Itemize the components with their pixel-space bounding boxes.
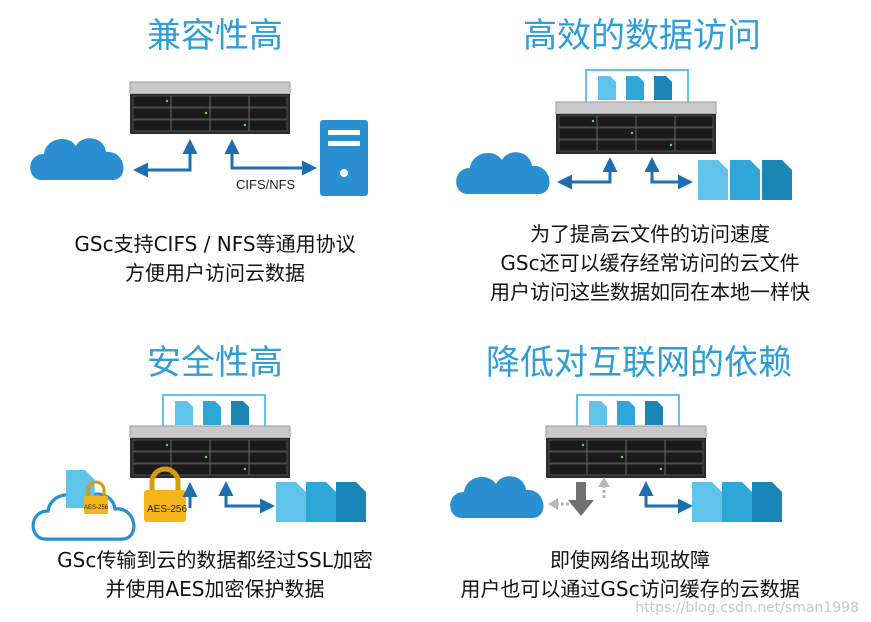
cache-box <box>585 69 689 107</box>
caption-line: 用户也可以通过GSc访问缓存的云数据 <box>460 577 800 601</box>
connector-arrow <box>557 157 693 190</box>
panel-title-access: 高效的数据访问 <box>523 16 761 56</box>
encrypted-file-icon <box>66 470 108 514</box>
lock-icon <box>144 466 186 522</box>
file-stack-icon <box>692 482 782 522</box>
caption-line: 为了提高云文件的访问速度 <box>530 222 770 246</box>
cloud-icon <box>456 152 550 194</box>
cloud-icon <box>30 138 124 180</box>
nas-device <box>545 425 707 479</box>
caption-security: GSc传输到云的数据都经过SSL加密 并使用AES加密保护数据 <box>20 546 410 604</box>
protocol-label: CIFS/NFS <box>236 177 296 192</box>
panel-title-independence: 降低对互联网的依赖 <box>486 343 792 383</box>
caption-line: GSc传输到云的数据都经过SSL加密 <box>57 548 373 572</box>
connector-arrow <box>133 139 317 178</box>
cache-box <box>162 394 266 432</box>
caption-access: 为了提高云文件的访问速度 GSc还可以缓存经常访问的云文件 用户访问这些数据如同… <box>440 220 860 307</box>
caption-compat: GSc支持CIFS / NFS等通用协议 方便用户访问云数据 <box>20 230 410 288</box>
caption-line: 方便用户访问云数据 <box>125 261 305 285</box>
caption-independence: 即使网络出现故障 用户也可以通过GSc访问缓存的云数据 <box>420 546 840 604</box>
file-stack-icon <box>698 160 792 200</box>
caption-line: GSc支持CIFS / NFS等通用协议 <box>74 232 356 256</box>
cloud-icon <box>450 476 544 518</box>
connector-arrow <box>182 481 275 514</box>
caption-line: 用户访问这些数据如同在本地一样快 <box>490 280 810 304</box>
nas-device <box>129 81 291 135</box>
server-icon <box>320 120 368 196</box>
watermark: https://blog.csdn.net/sman1998 <box>635 600 859 616</box>
disconnected-arrow <box>548 477 610 516</box>
panel-title-compat: 兼容性高 <box>147 16 283 56</box>
cache-box <box>576 394 680 432</box>
caption-line: 并使用AES加密保护数据 <box>105 577 325 601</box>
file-stack-icon <box>276 482 366 522</box>
lock-label: AES-256 <box>147 504 187 515</box>
caption-line: 即使网络出现故障 <box>550 548 710 572</box>
nas-device <box>129 425 291 479</box>
file-encryption-tag: AES-256 <box>84 505 109 511</box>
nas-device <box>555 101 717 155</box>
panel-title-security: 安全性高 <box>147 343 283 383</box>
connector-arrow <box>638 481 693 514</box>
caption-line: GSc还可以缓存经常访问的云文件 <box>500 251 800 275</box>
